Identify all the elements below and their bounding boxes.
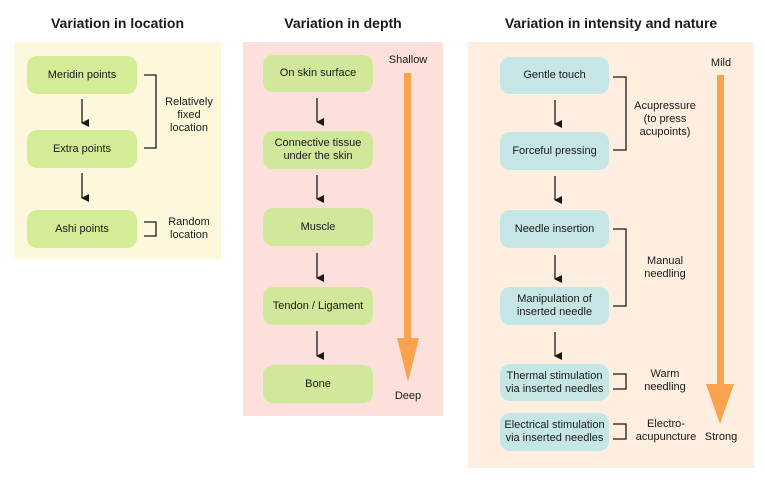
box-connective-tissue: Connective tissue under the skin [263,131,373,169]
box-ashi-points: Ashi points [27,210,137,248]
bracket [613,76,627,151]
box-extra-points: Extra points [27,130,137,168]
depth-scale-shaft [404,73,411,339]
scale-label-strong: Strong [704,431,738,443]
bracket [144,221,157,237]
box-electrical-stimulation: Electrical stimulation via inserted need… [500,413,609,451]
box-skin-surface: On skin surface [263,55,373,92]
intensity-scale-shaft [717,75,724,385]
panel-title-location: Variation in location [50,15,185,31]
box-thermal-stimulation: Thermal stimulation via inserted needles [500,364,609,401]
panel-title-intensity: Variation in intensity and nature [504,15,718,31]
scale-label-shallow: Shallow [388,54,428,66]
bracket [613,423,627,440]
bracket-label-electro-acupuncture: Electro- acupuncture [635,418,697,443]
panel-title-depth: Variation in depth [284,15,402,31]
box-needle-insertion: Needle insertion [500,210,609,248]
box-gentle-touch: Gentle touch [500,57,609,94]
bracket-label-acupressure: Acupressure (to press acupoints) [634,100,696,138]
bracket-label-random: Random location [168,216,210,241]
box-tendon-ligament: Tendon / Ligament [263,287,373,325]
bracket [613,373,627,390]
bracket-label-warm-needling: Warm needling [644,368,686,393]
bracket-label-manual-needling: Manual needling [644,255,686,280]
depth-scale-arrowhead [397,338,419,382]
bracket-label-relatively-fixed: Relatively fixed location [165,96,213,134]
box-meridin-points: Meridin points [27,56,137,94]
box-bone: Bone [263,365,373,403]
scale-label-mild: Mild [710,57,732,69]
box-forceful-pressing: Forceful pressing [500,132,609,170]
bracket [613,228,627,307]
bracket [144,74,157,149]
scale-label-deep: Deep [394,390,422,402]
box-muscle: Muscle [263,208,373,246]
box-manipulation: Manipulation of inserted needle [500,287,609,325]
intensity-scale-arrowhead [706,384,734,424]
